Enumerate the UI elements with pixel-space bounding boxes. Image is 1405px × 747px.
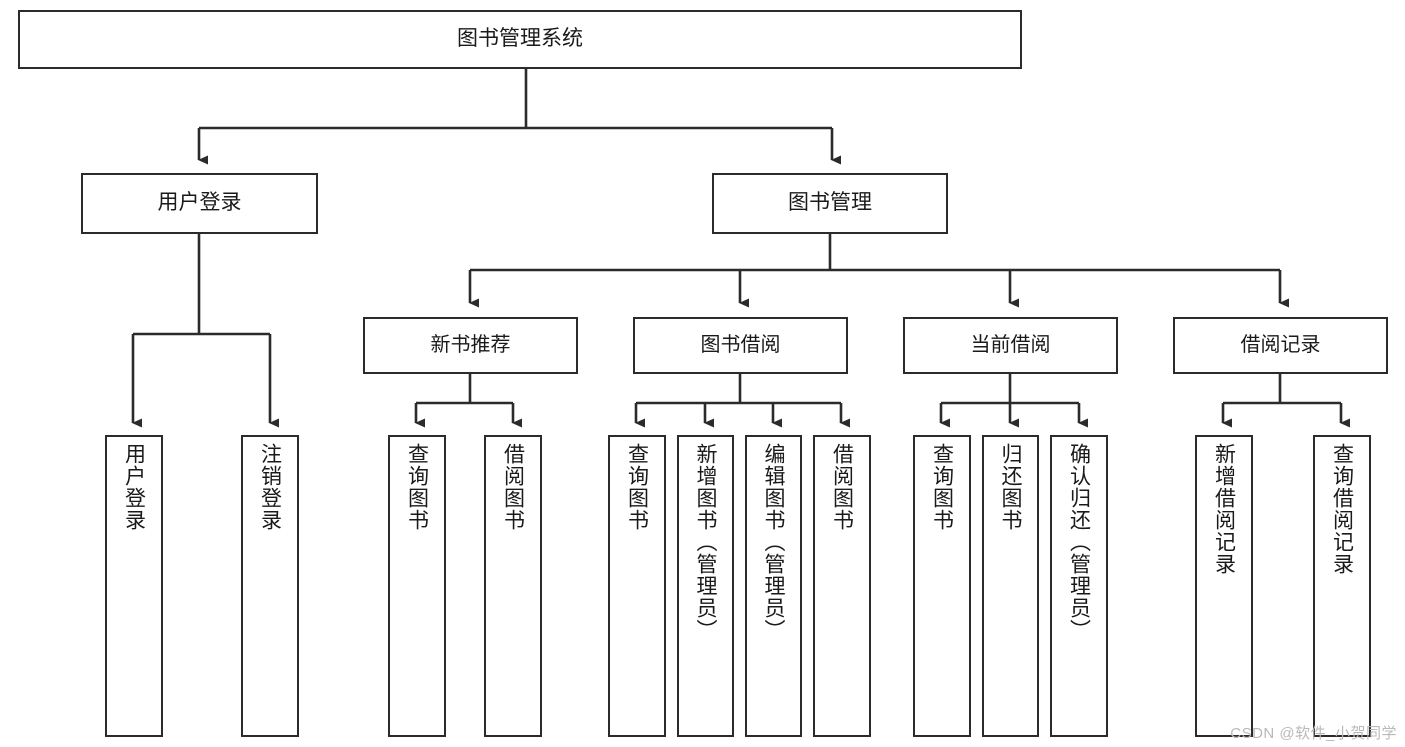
node-borrow-record[interactable]: 借阅记录	[1173, 317, 1388, 374]
node-book-borrow-label: 图书借阅	[700, 334, 781, 356]
node-leaf-add-book-label: 新增图书（管理员）	[694, 443, 718, 641]
node-leaf-borrow-book-2[interactable]: 借阅图书	[813, 435, 871, 737]
node-leaf-logout-login[interactable]: 注销登录	[241, 435, 299, 737]
node-leaf-borrow-book-1-label: 借阅图书	[501, 443, 525, 531]
node-new-book-recommend[interactable]: 新书推荐	[363, 317, 578, 374]
node-leaf-query-book-3-label: 查询图书	[930, 443, 954, 531]
node-root-system[interactable]: 图书管理系统	[18, 10, 1022, 69]
node-leaf-user-login-label: 用户登录	[122, 443, 146, 531]
node-leaf-confirm-return-label: 确认归还（管理员）	[1067, 443, 1091, 641]
node-root-system-label: 图书管理系统	[457, 27, 583, 51]
node-borrow-record-label: 借阅记录	[1240, 334, 1321, 356]
node-leaf-logout-login-label: 注销登录	[258, 443, 282, 531]
node-book-management-label: 图书管理	[788, 191, 872, 215]
node-book-management[interactable]: 图书管理	[712, 173, 948, 234]
node-leaf-add-record-label: 新增借阅记录	[1212, 443, 1236, 575]
node-leaf-return-book[interactable]: 归还图书	[982, 435, 1039, 737]
node-leaf-query-book-1-label: 查询图书	[405, 443, 429, 531]
csdn-watermark: CSDN @软件_小贺同学	[1230, 725, 1397, 742]
node-leaf-query-book-2[interactable]: 查询图书	[608, 435, 666, 737]
node-leaf-edit-book[interactable]: 编辑图书（管理员）	[745, 435, 802, 737]
node-leaf-edit-book-label: 编辑图书（管理员）	[762, 443, 786, 641]
node-leaf-add-record[interactable]: 新增借阅记录	[1195, 435, 1253, 737]
node-leaf-query-book-1[interactable]: 查询图书	[388, 435, 446, 737]
node-leaf-user-login[interactable]: 用户登录	[105, 435, 163, 737]
node-new-book-recommend-label: 新书推荐	[430, 334, 511, 356]
node-leaf-query-book-2-label: 查询图书	[625, 443, 649, 531]
node-leaf-return-book-label: 归还图书	[999, 443, 1023, 531]
node-leaf-query-record-label: 查询借阅记录	[1330, 443, 1354, 575]
node-current-borrow-label: 当前借阅	[970, 334, 1051, 356]
node-leaf-borrow-book-2-label: 借阅图书	[830, 443, 854, 531]
node-leaf-confirm-return[interactable]: 确认归还（管理员）	[1050, 435, 1108, 737]
node-leaf-borrow-book-1[interactable]: 借阅图书	[484, 435, 542, 737]
node-user-login-label: 用户登录	[157, 191, 242, 215]
node-leaf-query-book-3[interactable]: 查询图书	[913, 435, 971, 737]
node-leaf-add-book[interactable]: 新增图书（管理员）	[677, 435, 734, 737]
node-book-borrow[interactable]: 图书借阅	[633, 317, 848, 374]
node-user-login[interactable]: 用户登录	[81, 173, 318, 234]
node-leaf-query-record[interactable]: 查询借阅记录	[1313, 435, 1371, 737]
node-current-borrow[interactable]: 当前借阅	[903, 317, 1118, 374]
